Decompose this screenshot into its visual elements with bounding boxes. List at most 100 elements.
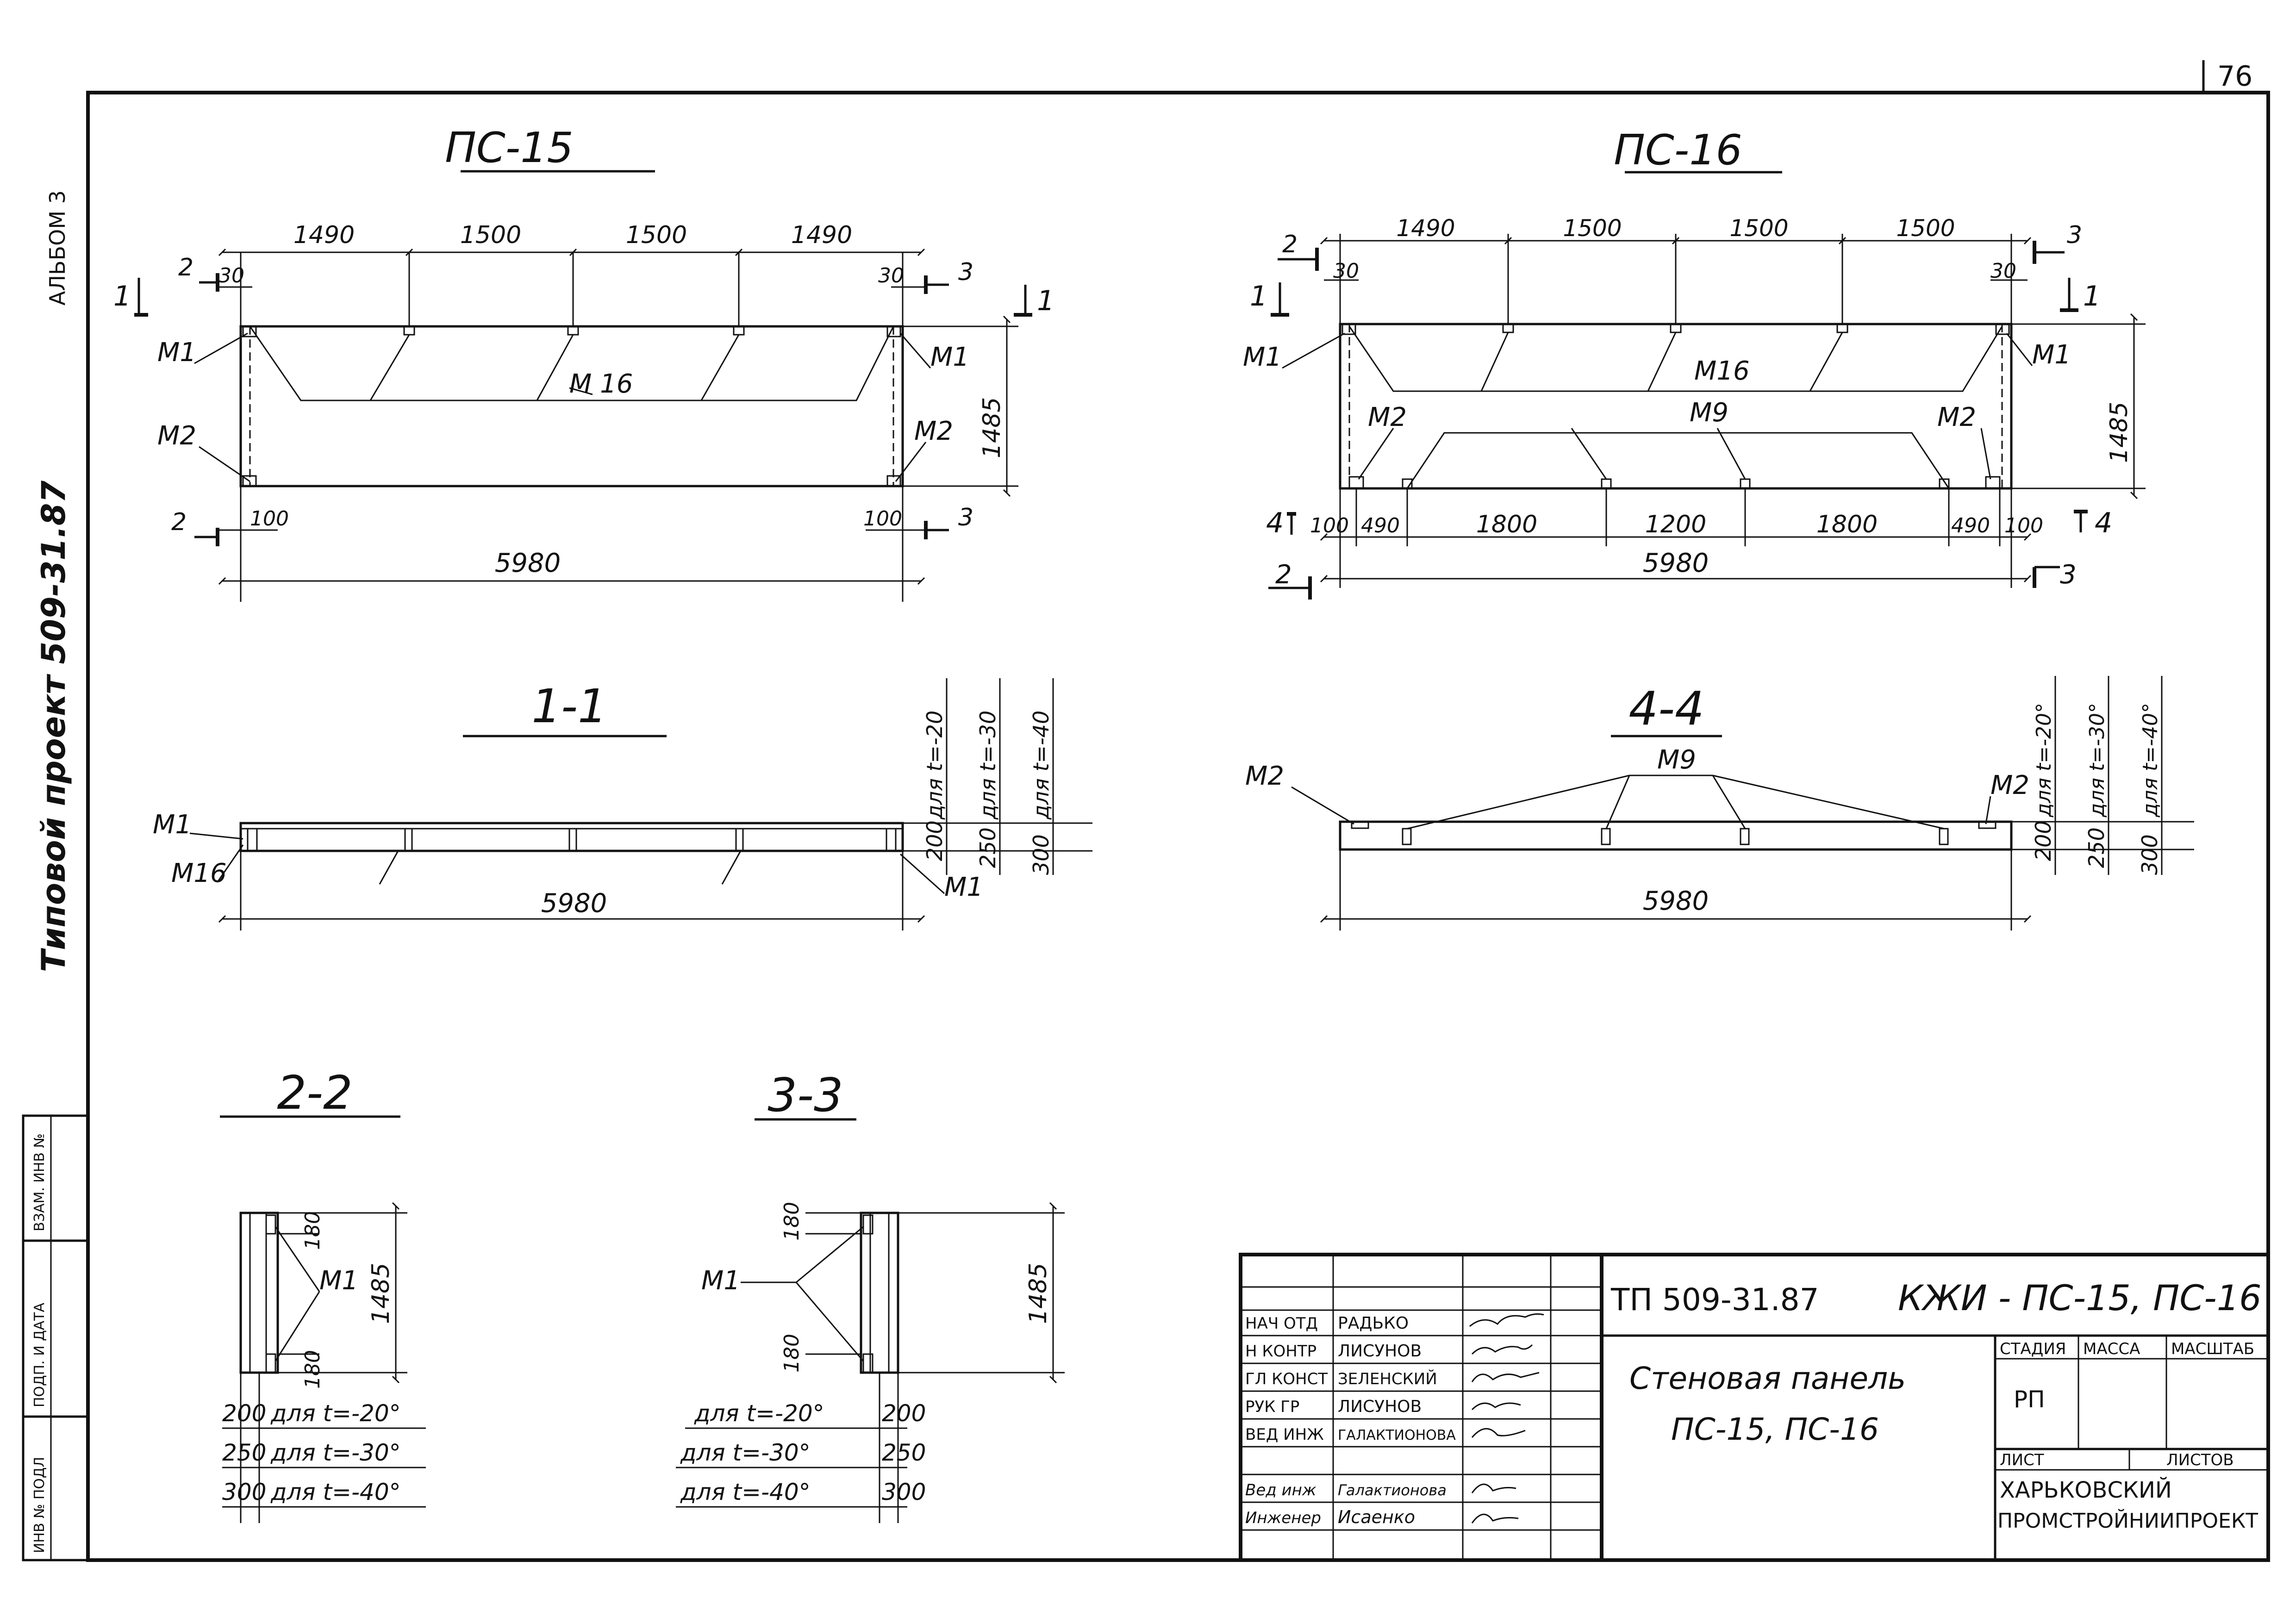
- ps15-cut3-top: 3: [958, 258, 973, 286]
- section-3-3: 3-3 180 180 1485 М1 для t=-20° 200 для t…: [676, 1068, 1065, 1523]
- view-ps15: ПС-15 М 16 1490 1500 1500 1490 30 30: [113, 124, 1054, 602]
- ps16-cut3-bot: 3: [2060, 560, 2077, 590]
- sec33-row2-label: для t=-30°: [680, 1439, 811, 1466]
- ps15-edge-30-right: 30: [878, 264, 904, 287]
- sec11-thick-250: 250: [975, 827, 1000, 868]
- sec11-temp-40: для t=-40: [1029, 711, 1054, 820]
- ps16-panel: [1339, 323, 2013, 490]
- ps16-dim-4: 1500: [1896, 215, 1955, 242]
- ps15-cut2-bot: 2: [171, 508, 187, 536]
- sec22-row2-label: для t=-30°: [270, 1439, 401, 1466]
- ps15-overall: 5980: [495, 548, 561, 578]
- ps16-bdim-1: 100: [1310, 514, 1349, 537]
- tb-role-5: ВЕД ИНЖ: [1245, 1425, 1324, 1444]
- sec11-thick-200: 200: [922, 820, 947, 861]
- section-4-4: 4-4 М9 М2 М2 5980 200 250 300 для t=-20°…: [1245, 676, 2194, 931]
- tb-doc-code: ТП 509-31.87: [1610, 1282, 1819, 1318]
- tb-name-6: Галактионова: [1338, 1481, 1447, 1499]
- tb-name-4: ЛИСУНОВ: [1338, 1397, 1422, 1416]
- ps16-bdim-4: 1200: [1645, 511, 1706, 538]
- ps16-cut2-top: 2: [1282, 231, 1298, 258]
- tb-role-4: РУК ГР: [1245, 1398, 1299, 1416]
- ps15-cut1-right: 1: [1037, 285, 1054, 317]
- sec11-temp-30: для t=-30: [975, 711, 1000, 820]
- sec33-row1-t: 200: [882, 1400, 926, 1427]
- ps15-edge-100-left: 100: [250, 507, 289, 531]
- sec44-thick-250: 250: [2084, 827, 2109, 868]
- sec11-temp-20: для t=-20: [922, 711, 947, 820]
- ps15-m1-right: М1: [930, 342, 969, 372]
- sec22-row1-t: 200: [222, 1400, 266, 1427]
- sec11-overall: 5980: [541, 888, 607, 918]
- ps15-panel: [239, 325, 904, 487]
- tb-name-5: ГАЛАКТИОНОВА: [1338, 1427, 1456, 1443]
- sec44-m2-right: М2: [1990, 770, 2029, 800]
- ps15-m2-left: М2: [157, 421, 196, 451]
- sec11-title: 1-1: [531, 679, 607, 733]
- sheet-number: 76: [2217, 60, 2252, 93]
- ps16-bdim-5: 1800: [1816, 511, 1878, 538]
- tb-sheet-header: ЛИСТ: [2000, 1451, 2044, 1469]
- sec44-panel: [1339, 820, 2013, 851]
- ps16-cut4-right: 4: [2095, 507, 2112, 539]
- ps16-m2-right: М2: [1937, 402, 1976, 432]
- sec11-panel: [239, 822, 904, 852]
- ps16-cut3-top: 3: [2067, 221, 2082, 249]
- sec33-m1: М1: [701, 1266, 740, 1296]
- signature-marks: [1469, 1313, 1544, 1524]
- stamp-swap: ВЗАМ. ИНВ №: [31, 1133, 48, 1231]
- ps16-height: 1485: [2105, 402, 2133, 463]
- sec22-d-top: 180: [301, 1211, 324, 1250]
- sec33-height: 1485: [1024, 1263, 1052, 1324]
- sec33-row2-t: 250: [882, 1439, 926, 1466]
- ps15-dim-4: 1490: [791, 221, 852, 249]
- section-2-2: 2-2 180 180 1485 М1 200 для t=-20° 250 д…: [220, 1066, 426, 1523]
- tb-org-line1: ХАРЬКОВСКИЙ: [2000, 1477, 2172, 1503]
- sec44-temp-20: для t=-20°: [2032, 703, 2056, 818]
- sec44-thick-200: 200: [2031, 820, 2056, 861]
- ps16-cut4-left: 4: [1266, 507, 1284, 539]
- section-1-1: 1-1 М1 М16 М1 5980 200 250 300 для: [153, 678, 1092, 931]
- title-block: НАЧ ОТД РАДЬКО Н КОНТР ЛИСУНОВ ГЛ КОНСТ …: [1239, 1253, 2270, 1562]
- sec22-row1-label: для t=-20°: [270, 1400, 401, 1427]
- sec44-temp-40: для t=-40°: [2139, 703, 2162, 818]
- sec11-m1-left: М1: [153, 810, 192, 840]
- sec33-row3-label: для t=-40°: [680, 1479, 811, 1505]
- ps15-title: ПС-15: [445, 124, 574, 172]
- tb-stage-value: РП: [2014, 1386, 2045, 1413]
- tb-mark: КЖИ - ПС-15, ПС-16: [1898, 1277, 2261, 1318]
- tb-role-6: Вед инж: [1245, 1481, 1316, 1499]
- ps16-cut2-bot: 2: [1275, 560, 1292, 590]
- ps15-edge-30-left: 30: [218, 264, 244, 287]
- ps15-cut2-top: 2: [178, 254, 193, 281]
- tb-role-2: Н КОНТР: [1245, 1342, 1316, 1361]
- album-label: АЛЬБОМ 3: [45, 190, 70, 306]
- sec44-m2-left: М2: [1245, 761, 1284, 791]
- sec33-title: 3-3: [767, 1068, 843, 1122]
- ps16-cut1-right: 1: [2083, 280, 2101, 312]
- ps16-dim-3: 1500: [1729, 215, 1788, 242]
- ps16-m1-right: М1: [2032, 340, 2071, 370]
- tb-name-line1: Стеновая панель: [1629, 1361, 1906, 1396]
- drawing-frame: [86, 91, 2270, 1562]
- ps16-bdim-2: 490: [1361, 514, 1400, 537]
- tb-stage-header: СТАДИЯ: [2000, 1340, 2066, 1358]
- ps16-dim-1: 1490: [1396, 215, 1455, 242]
- tb-name-3: ЗЕЛЕНСКИЙ: [1338, 1369, 1437, 1388]
- ps15-dim-3: 1500: [626, 221, 687, 249]
- tb-name-line2: ПС-15, ПС-16: [1671, 1412, 1879, 1447]
- sec22-row3-t: 300: [222, 1479, 266, 1505]
- tb-org-line2: ПРОМСТРОЙНИИПРОЕКТ: [1997, 1508, 2258, 1533]
- ps15-m16: М 16: [569, 369, 633, 399]
- ps15-m1-left: М1: [157, 337, 196, 368]
- sec44-title: 4-4: [1628, 681, 1704, 736]
- sec33-d-top: 180: [780, 1202, 804, 1241]
- ps16-overall: 5980: [1643, 548, 1709, 578]
- sec11-m16: М16: [171, 858, 227, 888]
- tb-scale-header: МАСШТАБ: [2171, 1340, 2254, 1358]
- ps16-title: ПС-16: [1614, 126, 1742, 175]
- project-label: Типовой проект 509-31.87: [35, 481, 73, 972]
- stamp-sign: ПОДП. И ДАТА: [31, 1302, 48, 1407]
- ps15-m2-right: М2: [914, 416, 953, 446]
- sec33-row1-label: для t=-20°: [694, 1400, 824, 1427]
